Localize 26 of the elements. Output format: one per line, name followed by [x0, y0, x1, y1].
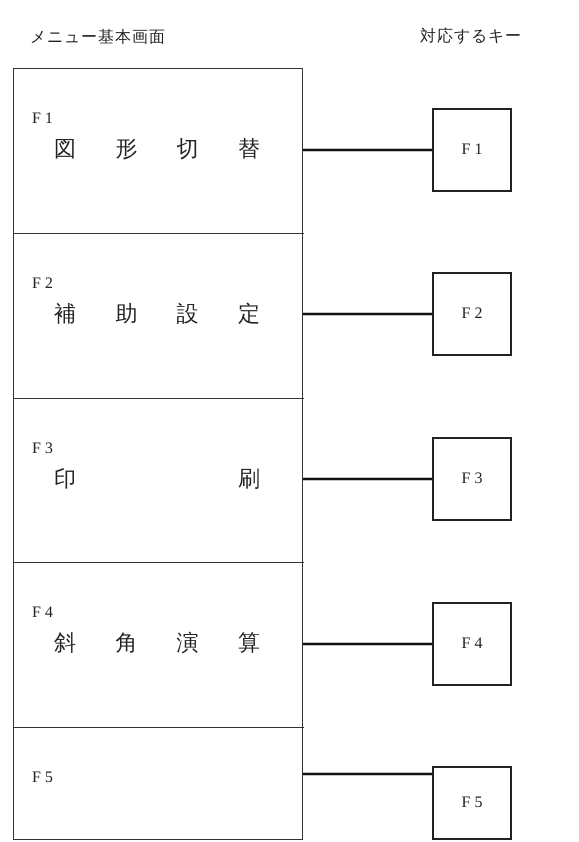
key-label: F 2	[462, 304, 482, 324]
key-box	[432, 766, 512, 840]
menu-item-text: 印刷	[54, 466, 260, 494]
connector-line	[303, 478, 432, 480]
key-label: F 5	[462, 793, 482, 813]
key-box	[432, 108, 512, 192]
connector-line	[303, 772, 432, 776]
panel-heading: メニュー基本画面	[30, 26, 166, 48]
key-box	[432, 437, 512, 521]
key-label: F 1	[462, 140, 482, 160]
key-label: F 4	[462, 634, 482, 654]
function-key-label: F 1	[32, 109, 53, 129]
column-heading: 対応するキー	[420, 25, 522, 47]
function-key-label: F 4	[32, 603, 53, 623]
connector-line	[303, 642, 432, 646]
function-key-label: F 5	[32, 768, 53, 788]
menu-item-text: 斜角演算	[54, 630, 260, 658]
connector-line	[303, 148, 432, 152]
function-key-label: F 2	[32, 274, 53, 294]
connector-line	[303, 312, 432, 316]
key-label: F 3	[462, 469, 482, 489]
key-box	[432, 272, 512, 356]
key-box	[432, 602, 512, 686]
menu-item-text: 補助設定	[54, 301, 260, 329]
menu-item-text: 図形切替	[54, 136, 260, 164]
function-key-label: F 3	[32, 439, 53, 459]
